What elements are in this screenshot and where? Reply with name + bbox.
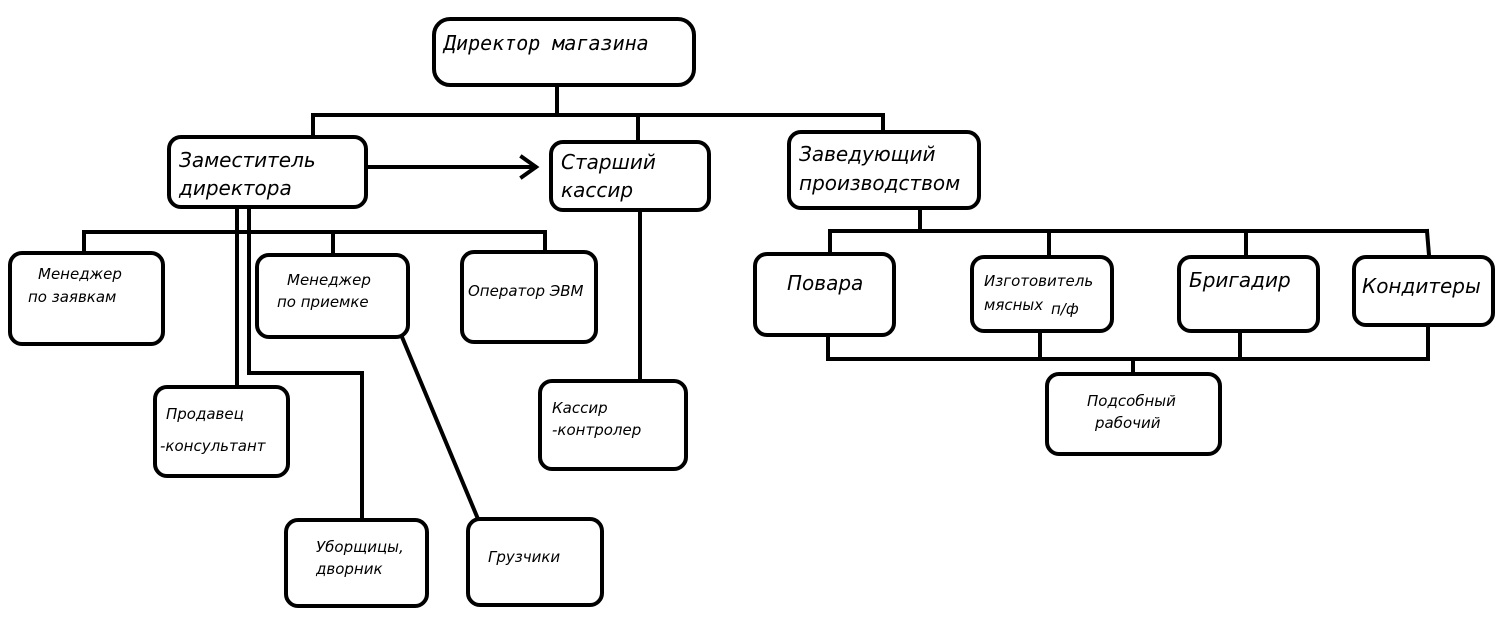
node-senior-cashier-line1: Старший (561, 150, 656, 174)
node-manager-receiving-line1: Менеджер (287, 271, 371, 289)
node-manager-receiving-line2: по приемке (277, 293, 369, 311)
node-manager-orders-line1: Менеджер (38, 265, 122, 283)
node-seller-consultant: Продавец -консультант (153, 385, 290, 478)
node-cleaners: Уборщицы, дворник (284, 518, 429, 608)
node-meat-maker-line1: Изготовитель (984, 272, 1094, 290)
node-senior-cashier: Старший кассир (549, 140, 711, 212)
node-production-head: Заведующий производством (787, 130, 981, 210)
node-cooks-label: Повара (787, 271, 864, 295)
node-deputy-line2: директора (179, 176, 292, 200)
arrowhead (519, 154, 540, 180)
node-cashier-controller-line2: -контролер (552, 421, 642, 439)
node-senior-cashier-line2: кассир (561, 178, 634, 202)
node-deputy-director: Заместитель директора (167, 135, 368, 209)
node-meat-maker-line3: п/ф (1051, 300, 1079, 318)
node-director-label: Директор магазина (444, 31, 649, 55)
node-manager-receiving: Менеджер по приемке (255, 253, 410, 339)
node-cashier-controller: Кассир -контролер (538, 379, 688, 471)
edge-to-confectioners (1424, 228, 1432, 258)
node-deputy-line1: Заместитель (179, 148, 316, 172)
node-foreman: Бригадир (1177, 255, 1320, 333)
node-seller-consultant-line2: -консультант (160, 437, 266, 455)
node-cashier-controller-line1: Кассир (552, 399, 608, 417)
node-meat-maker-line2: мясных (984, 296, 1044, 314)
node-loaders: Грузчики (466, 517, 604, 607)
node-auxiliary-worker-line1: Подсобный (1087, 392, 1176, 410)
node-director: Директор магазина (432, 17, 696, 87)
node-production-head-line1: Заведующий (799, 142, 936, 166)
node-computer-operator: Оператор ЭВМ (460, 250, 598, 344)
node-production-head-line2: производством (799, 171, 961, 195)
node-cleaners-line1: Уборщицы, (316, 538, 404, 556)
node-loaders-label: Грузчики (488, 548, 561, 566)
node-confectioners: Кондитеры (1352, 255, 1495, 327)
node-computer-operator-label: Оператор ЭВМ (468, 282, 584, 300)
node-foreman-label: Бригадир (1189, 268, 1291, 292)
node-seller-consultant-line1: Продавец (166, 405, 244, 423)
node-meat-maker: Изготовитель мясных п/ф (970, 255, 1114, 333)
node-confectioners-label: Кондитеры (1362, 274, 1481, 298)
node-cooks: Повара (753, 252, 896, 337)
node-auxiliary-worker: Подсобный рабочий (1045, 372, 1222, 456)
edge-receive-to-loaders (399, 334, 481, 522)
node-manager-orders-line2: по заявкам (28, 288, 117, 306)
node-manager-orders: Менеджер по заявкам (8, 251, 165, 346)
node-auxiliary-worker-line2: рабочий (1095, 414, 1161, 432)
node-cleaners-line2: дворник (316, 560, 383, 578)
